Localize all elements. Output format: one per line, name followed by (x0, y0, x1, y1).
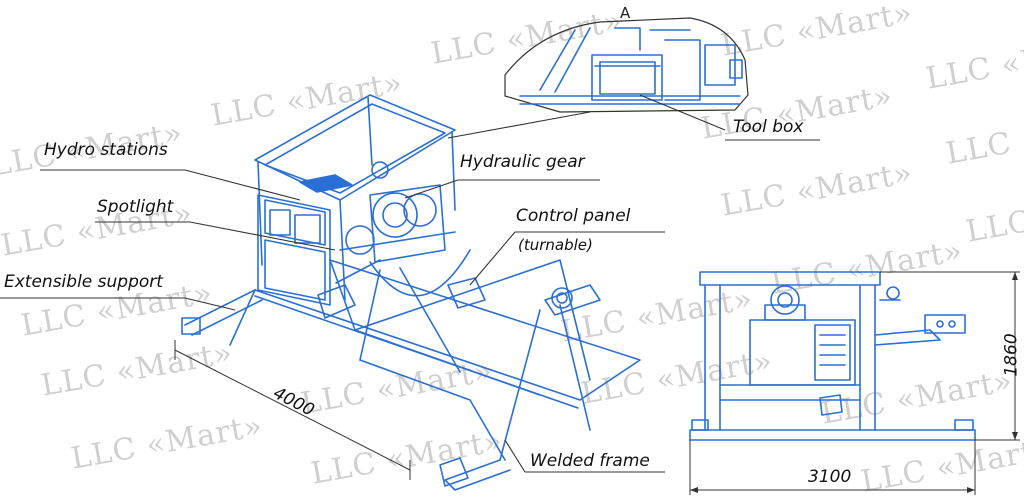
callout-spotlight: Spotlight (97, 197, 174, 217)
isometric-view (181, 94, 641, 491)
dimension-height: 1860 (1001, 333, 1022, 377)
callout-hydraulic-gear: Hydraulic gear (460, 152, 585, 172)
detail-view-label: A (620, 4, 631, 22)
detail-a-view (504, 17, 749, 113)
callout-control-panel-note: (turnable) (518, 236, 593, 254)
callout-tool-box: Tool box (733, 117, 804, 137)
callout-hydro-stations: Hydro stations (44, 140, 168, 160)
callout-welded-frame: Welded frame (530, 451, 650, 471)
dimension-width: 3100 (808, 467, 852, 487)
front-view (689, 271, 976, 441)
callout-control-panel: Control panel (516, 206, 631, 226)
callout-extensible-support: Extensible support (4, 272, 163, 292)
